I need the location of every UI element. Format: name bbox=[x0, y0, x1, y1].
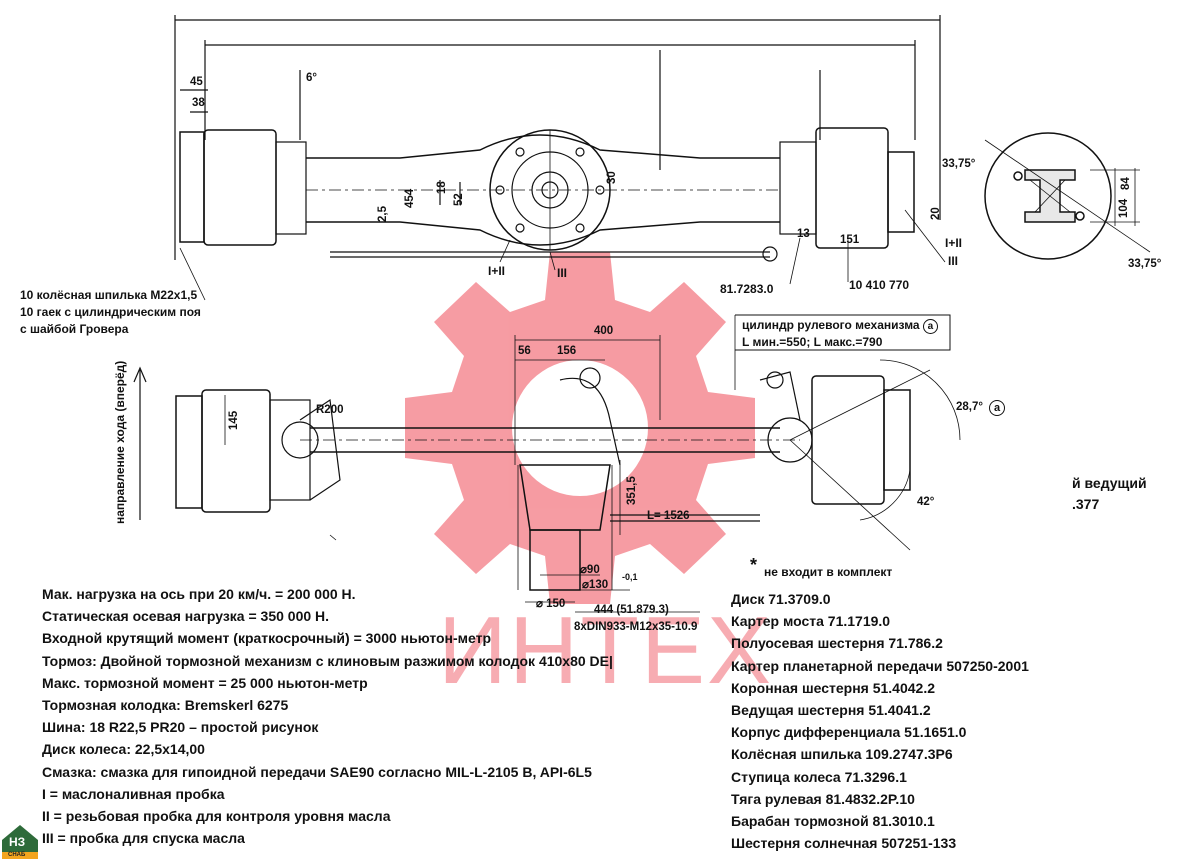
part-10410770: 10 410 770 bbox=[849, 278, 910, 292]
spec-line: Диск колеса: 22,5x14,00 bbox=[42, 741, 205, 758]
dim-52: 52 bbox=[453, 193, 465, 206]
spec-line: Макс. тормозной момент = 25 000 ньютон-м… bbox=[42, 674, 368, 691]
plan-view bbox=[133, 314, 961, 613]
dim-r200: R200 bbox=[316, 404, 344, 416]
roman-iii-right: III bbox=[948, 254, 959, 268]
dim-104: 104 bbox=[1118, 198, 1130, 218]
dim-33-75-b: 33,75° bbox=[1128, 258, 1162, 270]
dim-d130: ⌀130 bbox=[582, 579, 609, 591]
cylinder-circle-a: a bbox=[922, 319, 938, 334]
logo-sub: СНАБ bbox=[8, 852, 26, 858]
dim-33-75-a: 33,75° bbox=[942, 158, 976, 170]
part-line: Корпус дифференциала 51.1651.0 bbox=[731, 724, 967, 741]
section-view bbox=[984, 132, 1151, 260]
spec-line: Шина: 18 R22,5 PR20 – простой рисунок bbox=[42, 719, 319, 736]
spec-line: II = резьбовая пробка для контроля уровн… bbox=[42, 808, 391, 825]
top-view bbox=[174, 15, 946, 301]
dim-13: 13 bbox=[797, 228, 810, 240]
cylinder-label: цилиндр рулевого механизма a bbox=[742, 318, 938, 334]
dim-38: 38 bbox=[192, 97, 205, 109]
dim-d90: ⌀90 bbox=[580, 564, 600, 576]
dim-145: 145 bbox=[228, 410, 240, 430]
part-line: Шестерня солнечная 507251-133 bbox=[731, 835, 957, 852]
roman-iii-center: III bbox=[557, 266, 568, 280]
dim-351-5: 351,5 bbox=[626, 476, 638, 505]
dim-454: 454 bbox=[404, 188, 416, 208]
part-line: Ступица колеса 71.3296.1 bbox=[731, 768, 907, 785]
dim-42deg: 42° bbox=[917, 496, 935, 508]
dim-84: 84 bbox=[1120, 177, 1132, 190]
dim-l1526: L= 1526 bbox=[647, 510, 690, 522]
spec-line: Статическая осевая нагрузка = 350 000 Н. bbox=[42, 608, 330, 625]
stud-note-3: с шайбой Гровера bbox=[20, 322, 129, 336]
watermark-text: ИНТЕХ bbox=[438, 597, 774, 704]
parts-list: Диск 71.3709.0 Картер моста 71.1719.0 По… bbox=[731, 588, 1029, 854]
dim-2-5: 2,5 bbox=[377, 206, 389, 222]
cut-text-2: .377 bbox=[1072, 496, 1100, 512]
part-line: Картер моста 71.1719.0 bbox=[731, 613, 891, 630]
brand-logo: НЗ СНАБ bbox=[0, 822, 40, 860]
spec-line: Смазка: смазка для гипоидной передачи SA… bbox=[42, 763, 592, 780]
part-line: Картер планетарной передачи 507250-2001 bbox=[731, 657, 1029, 674]
part-line: Полуосевая шестерня 71.786.2 bbox=[731, 635, 943, 652]
part-line: Диск 71.3709.0 bbox=[731, 591, 831, 607]
stud-note-2: 10 гаек с цилиндрическим поя bbox=[20, 305, 201, 319]
spec-line: Входной крутящий момент (краткосрочный) … bbox=[42, 630, 492, 647]
spec-line: Тормоз: Двойной тормозной механизм с кли… bbox=[42, 652, 613, 669]
logo-house-icon bbox=[2, 825, 38, 859]
part-line: Барабан тормозной 81.3010.1 bbox=[731, 813, 935, 830]
spec-line: Мак. нагрузка на ось при 20 км/ч. = 200 … bbox=[42, 586, 356, 602]
spec-list: Мак. нагрузка на ось при 20 км/ч. = 200 … bbox=[42, 583, 613, 849]
dim-d150: ⌀ 150 bbox=[536, 598, 566, 610]
not-included-star: * bbox=[750, 555, 758, 575]
stud-note-1: 10 колёсная шпилька M22x1,5 bbox=[20, 288, 198, 302]
logo-text: НЗ bbox=[9, 835, 26, 849]
circle-a-marker: a bbox=[989, 400, 1005, 416]
part-line: Колёсная шпилька 109.2747.3P6 bbox=[731, 746, 953, 763]
dim-156: 156 bbox=[557, 345, 577, 357]
not-included-note: не входит в комплект bbox=[764, 565, 893, 579]
bolt-spec: 8xDIN933-M12x35-10.9 bbox=[574, 621, 698, 633]
dim-30: 30 bbox=[606, 171, 618, 184]
dim-444: 444 (51.879.3) bbox=[594, 604, 669, 616]
cylinder-label-text: цилиндр рулевого механизма bbox=[742, 318, 920, 332]
part-line: Ведущая шестерня 51.4041.2 bbox=[731, 702, 931, 719]
roman-i-ii-right: I+II bbox=[945, 236, 963, 250]
dim-45: 45 bbox=[190, 76, 203, 88]
spec-line: Тормозная колодка: Bremskerl 6275 bbox=[42, 697, 289, 714]
part-81-7283: 81.7283.0 bbox=[720, 282, 774, 296]
part-line: Тяга рулевая 81.4832.2P.10 bbox=[731, 790, 915, 807]
cut-text-1: й ведущий bbox=[1072, 475, 1147, 491]
dim-28-7: 28,7° bbox=[956, 401, 983, 413]
dim-20: 20 bbox=[930, 207, 942, 220]
dim-151: 151 bbox=[840, 234, 860, 246]
cylinder-length: L мин.=550; L макс.=790 bbox=[742, 335, 883, 349]
direction-label: направление хода (вперёд) bbox=[113, 360, 127, 524]
dim-6deg: 6° bbox=[306, 72, 317, 84]
roman-i-ii-center: I+II bbox=[488, 264, 506, 278]
dim-56: 56 bbox=[518, 345, 531, 357]
dim-400: 400 bbox=[594, 325, 614, 337]
dim-tolerance: -0,1 bbox=[622, 572, 638, 582]
dim-18: 18 bbox=[436, 181, 448, 194]
part-line: Коронная шестерня 51.4042.2 bbox=[731, 679, 936, 696]
spec-line: I = маслоналивная пробка bbox=[42, 785, 225, 802]
watermark-gear bbox=[405, 252, 755, 604]
spec-line: III = пробка для спуска масла bbox=[42, 830, 245, 847]
